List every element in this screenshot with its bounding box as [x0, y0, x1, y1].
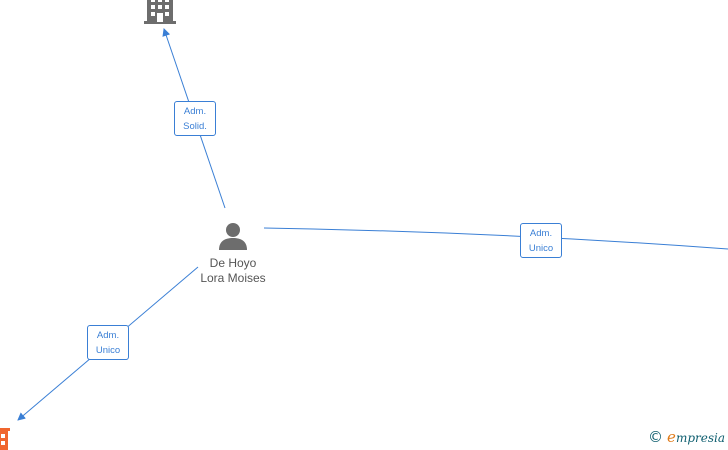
building-icon	[0, 428, 10, 450]
copyright-icon: ©	[648, 428, 664, 446]
company-node-top[interactable]	[144, 0, 176, 29]
person-node[interactable]	[218, 221, 248, 256]
edge-label-line2: Unico	[528, 243, 554, 254]
edge-label-bottom-left[interactable]: Adm. Unico	[87, 325, 129, 360]
brand-logo: empresia	[667, 428, 725, 446]
person-icon	[219, 223, 247, 250]
edge-label-line1: Adm.	[96, 330, 120, 341]
edge-label-line2: Solid.	[183, 121, 207, 132]
person-name[interactable]: De Hoyo Lora Moises	[186, 256, 280, 286]
edge-line-right[interactable]	[263, 227, 728, 250]
company-node-bottom-left[interactable]	[0, 426, 10, 450]
brand-name: mpresia	[675, 431, 725, 445]
edge-label-line1: Adm.	[183, 106, 207, 117]
building-icon	[144, 0, 176, 24]
brand-initial: e	[667, 428, 676, 446]
edge-label-line1: Adm.	[529, 228, 553, 239]
edge-label-top[interactable]: Adm. Solid.	[174, 101, 216, 136]
edge-label-right[interactable]: Adm. Unico	[520, 223, 562, 258]
edge-label-line2: Unico	[95, 345, 121, 356]
brand-watermark[interactable]: © empresia	[648, 428, 725, 446]
person-name-line2: Lora Moises	[200, 271, 266, 285]
person-name-line1: De Hoyo	[209, 256, 257, 270]
